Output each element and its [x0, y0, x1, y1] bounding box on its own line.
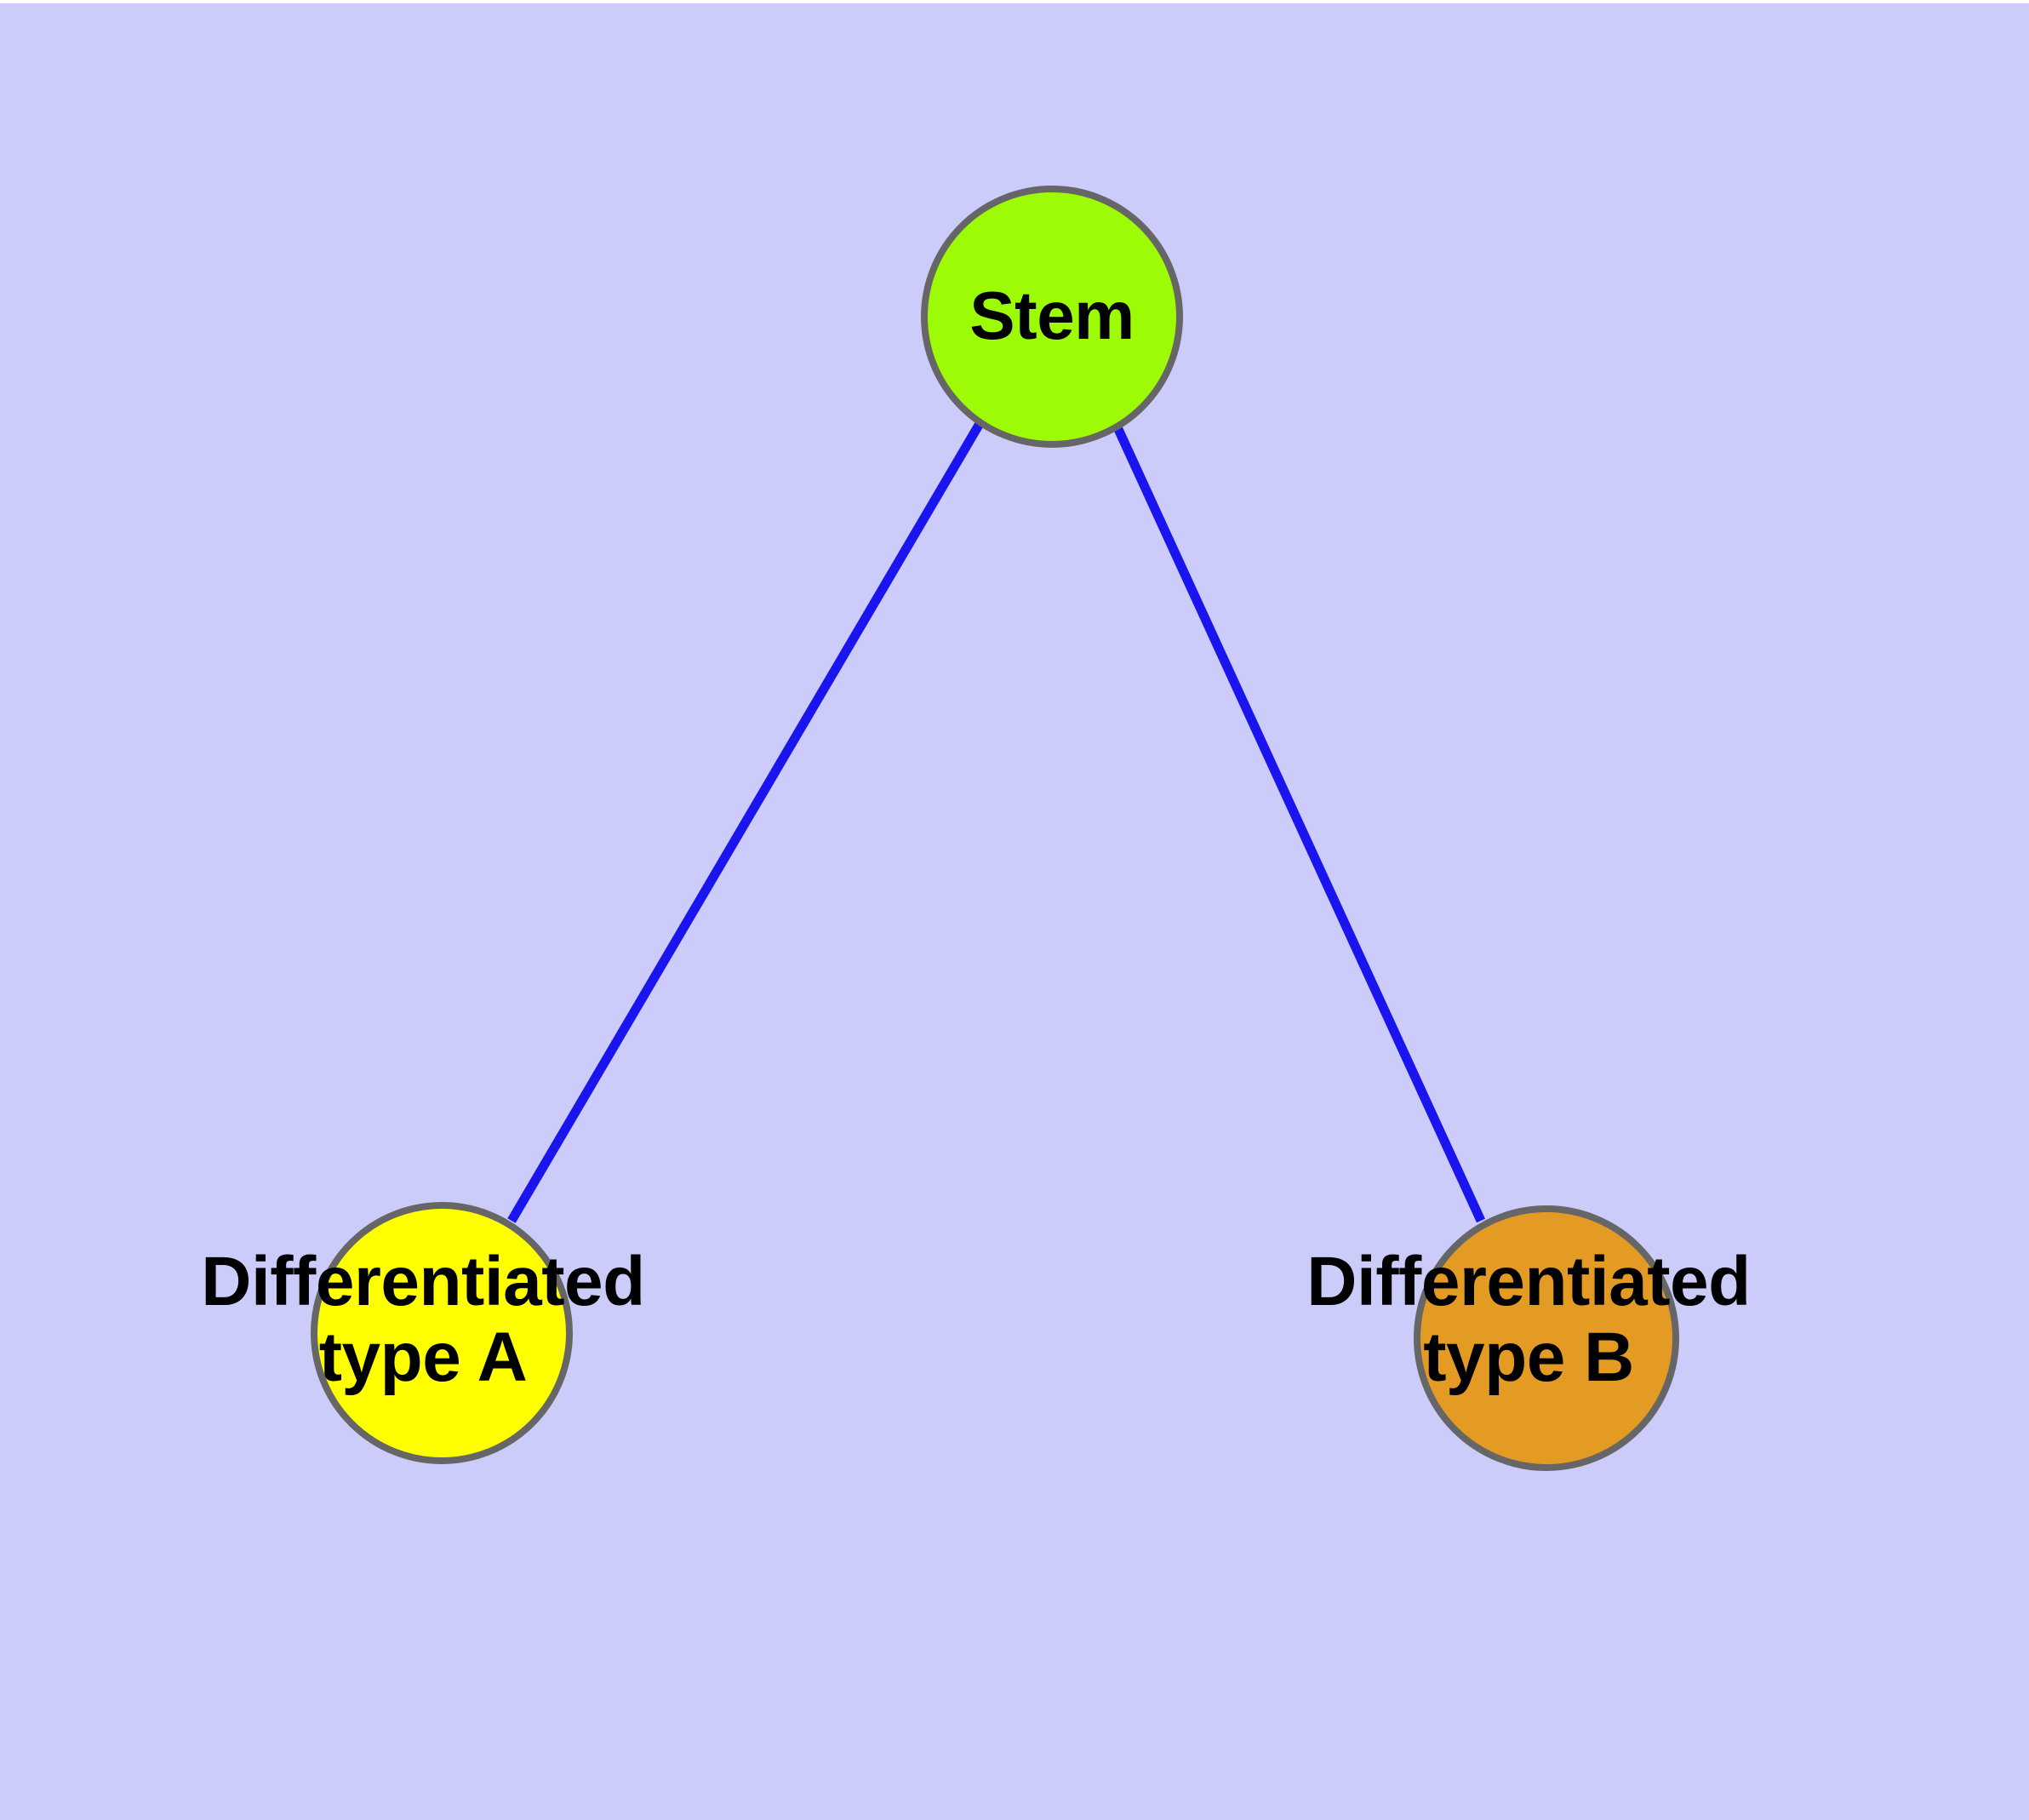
node-layer [311, 186, 1679, 1471]
edge-stem-to-differentiated-a [507, 420, 985, 1223]
node-differentiated-type-b[interactable] [1414, 1205, 1679, 1471]
edge-stem-to-differentiated-b [1112, 425, 1486, 1223]
node-differentiated-type-a[interactable] [311, 1202, 573, 1464]
edge-layer [507, 420, 1486, 1223]
node-stem[interactable] [921, 186, 1183, 448]
